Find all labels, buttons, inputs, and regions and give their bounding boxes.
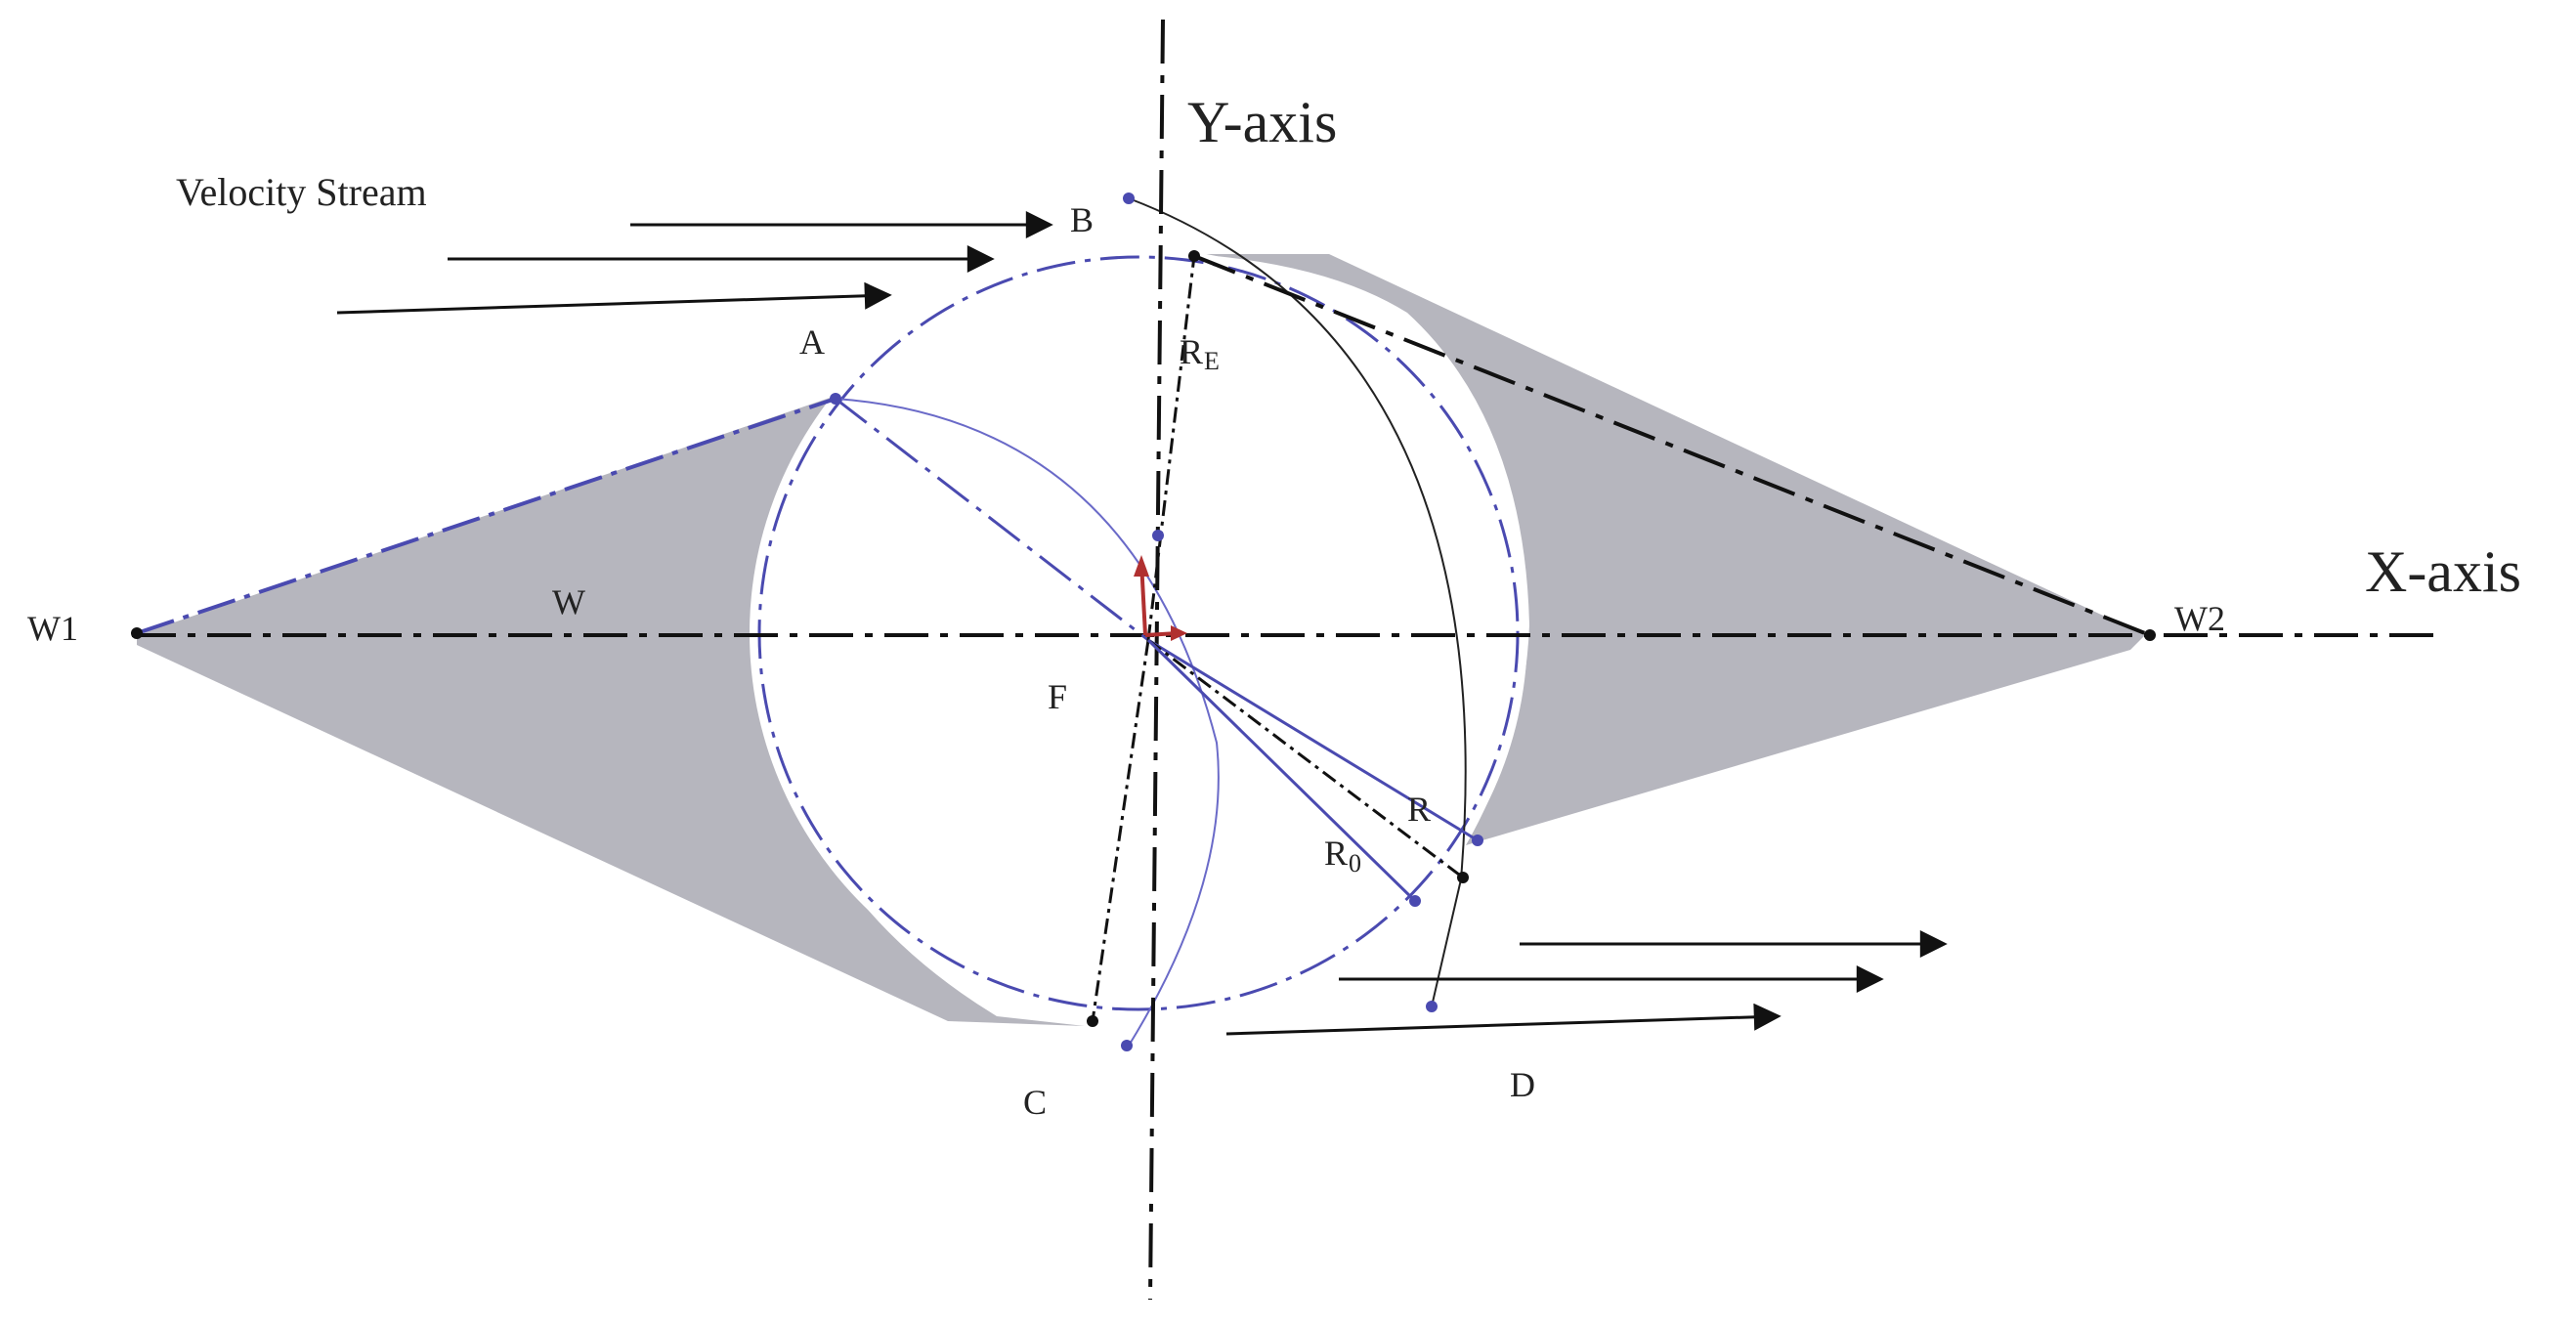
body-shape-right [1192,254,2145,845]
point-c-label: C [1023,1083,1047,1122]
y-axis-label: Y-axis [1187,90,1337,154]
point-a-dot [830,393,841,405]
radius-r0 [1146,638,1417,903]
radius-re [1146,255,1196,641]
x-axis-label: X-axis [2365,539,2521,604]
edge-w1-a [136,397,837,635]
radius-re-sub: E [1204,347,1220,375]
point-r0-dot [1409,895,1421,907]
point-rd-dot [1457,872,1469,883]
vector-right-head [1171,625,1187,641]
radius-fc [1091,639,1150,1022]
point-w1-label: W1 [27,609,78,648]
point-r-dot [1472,835,1483,846]
radius-re-label: R E [1180,332,1220,375]
body-shape [137,396,1085,1026]
radius-r0-sub: 0 [1349,849,1361,878]
point-c-blue-dot [1121,1040,1133,1051]
point-f-label: F [1048,677,1067,716]
point-w2-label: W2 [2174,599,2225,638]
velocity-stream-label: Velocity Stream [176,170,427,214]
point-b-dot [1123,193,1135,204]
point-top-dot [1188,250,1200,262]
radius-r-label: R [1407,790,1431,829]
stream-arrow-3 [336,281,892,315]
edge-top-w2 [1193,254,2151,637]
outer-arc [1128,197,1467,1007]
radius-r0-label: R 0 [1324,834,1361,878]
radius-r-dash [1147,638,1464,879]
point-inner-dot [1152,530,1164,541]
point-w1-dot [131,627,143,639]
point-b-label: B [1070,200,1094,239]
point-a-label: A [799,322,825,362]
point-c-dot [1087,1015,1098,1027]
point-d-label: D [1510,1065,1535,1104]
radius-re-main: R [1180,332,1203,371]
y-axis-line [1148,19,1165,1301]
point-d-dot [1426,1001,1438,1012]
vector-up-head [1134,555,1149,577]
radius-r0-main: R [1324,834,1348,873]
radius-r [1147,638,1479,842]
point-w2-dot [2144,629,2156,641]
point-w-label: W [552,582,585,621]
radius-a-f [835,397,1149,642]
stream-arrow-6 [1225,1003,1782,1036]
